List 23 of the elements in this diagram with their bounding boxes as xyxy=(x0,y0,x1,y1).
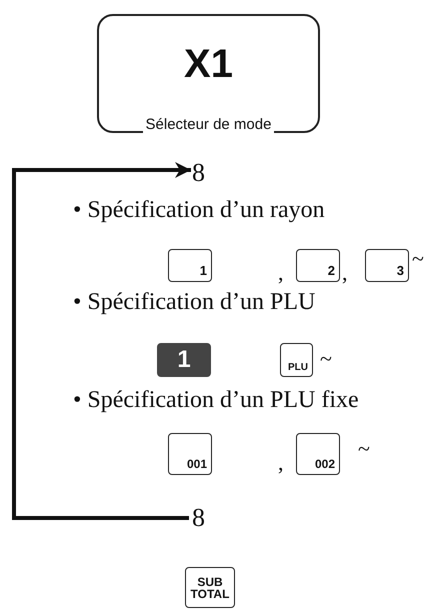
mode-position-text: X1 xyxy=(184,42,233,87)
repeat-mark: 8 xyxy=(192,505,205,531)
mode-selector-caption: Sélecteur de mode xyxy=(142,117,274,133)
continuation-text: ~ xyxy=(320,348,332,370)
repeat-mark: 8 xyxy=(192,160,205,186)
separator-text: , xyxy=(278,452,284,474)
separator-text: , xyxy=(342,262,348,284)
instruction-text: • Spécification d’un PLU fixe xyxy=(73,388,359,412)
mode-selector-box xyxy=(97,14,320,133)
continuation-text: ~ xyxy=(358,438,370,460)
key-icon: 2 xyxy=(296,249,340,282)
loop-arrow xyxy=(12,162,191,520)
key-icon: 001 xyxy=(168,433,212,475)
separator-text: , xyxy=(278,262,284,284)
key-icon: PLU xyxy=(280,343,313,377)
key-icon: 002 xyxy=(296,433,340,475)
key-icon: 1 xyxy=(157,343,211,377)
continuation-text: ~ xyxy=(412,248,424,270)
key-icon: 1 xyxy=(168,249,212,282)
instruction-text: • Spécification d’un rayon xyxy=(73,198,325,222)
key-icon: 3 xyxy=(365,249,409,282)
instruction-text: • Spécification d’un PLU xyxy=(73,290,316,314)
key-icon: SUB TOTAL xyxy=(185,567,235,608)
